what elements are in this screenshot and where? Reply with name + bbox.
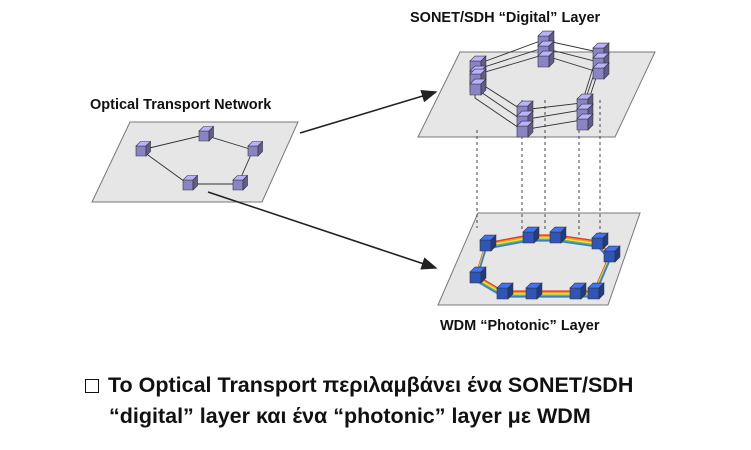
node-cube [537, 50, 555, 68]
caption: To Optical Transport περιλαμβάνει ένα SO… [85, 370, 745, 432]
sonet-label: SONET/SDH “Digital” Layer [410, 10, 601, 26]
bullet-icon [85, 379, 99, 393]
node-cube [469, 78, 487, 96]
sonet-plane [417, 51, 656, 138]
node-cube [592, 62, 610, 80]
otn-ring [140, 134, 254, 185]
arrow-to-sonet [299, 90, 438, 134]
node-cube [525, 282, 543, 300]
node-cube [516, 120, 534, 138]
node-cube [587, 282, 605, 300]
wdm-label: WDM “Photonic” Layer [440, 318, 600, 334]
wdm-nodes [469, 226, 621, 300]
caption-line-2: “digital” layer και ένα “photonic” layer… [109, 404, 591, 428]
node-cube [603, 245, 621, 263]
node-cube [479, 234, 497, 252]
node-cube [232, 174, 249, 191]
sonet-nodes [469, 30, 610, 138]
node-cube [549, 226, 567, 244]
node-cube [496, 282, 514, 300]
otn-nodes [135, 125, 264, 191]
otn-label: Optical Transport Network [90, 97, 272, 113]
node-cube [247, 140, 264, 157]
node-cube [569, 282, 587, 300]
network-layers-diagram: Optical Transport Network SONET/SDH “Dig… [90, 10, 656, 334]
caption-line-1: To Optical Transport περιλαμβάνει ένα SO… [108, 373, 634, 397]
node-cube [198, 125, 215, 142]
otn-plane [91, 121, 299, 203]
layer-connectors [476, 100, 601, 238]
node-cube [182, 174, 199, 191]
arrow-to-wdm [207, 191, 438, 270]
node-cube [469, 266, 487, 284]
node-cube [576, 113, 594, 131]
node-cube [591, 232, 609, 250]
node-cube [522, 226, 540, 244]
node-cube [135, 140, 152, 157]
